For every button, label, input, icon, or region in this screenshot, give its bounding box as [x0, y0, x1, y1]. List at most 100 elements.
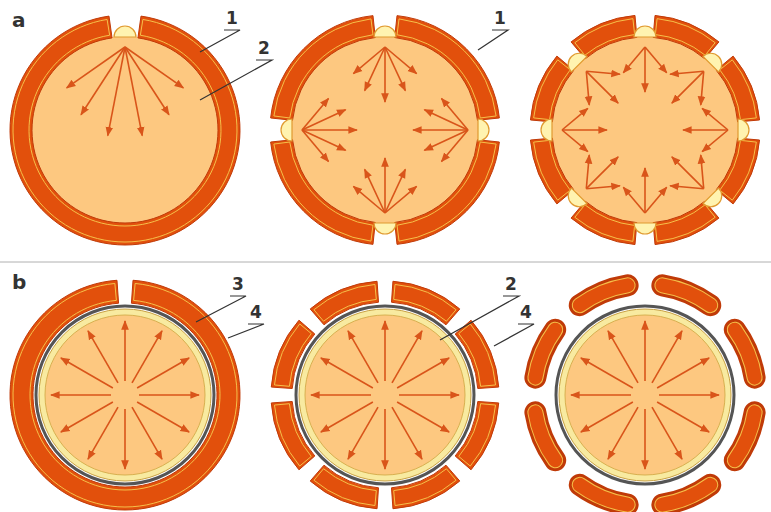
pore-symbol	[114, 26, 136, 37]
leader-line	[440, 296, 519, 340]
flow-arrow	[385, 47, 417, 74]
flow-arrow	[644, 168, 646, 213]
wall-fragment	[580, 485, 628, 505]
flow-arrow	[302, 110, 346, 130]
wall-outline	[459, 324, 496, 386]
callout-number: 3	[232, 276, 244, 293]
flow-arrow	[384, 409, 386, 469]
leader-line	[200, 60, 272, 100]
wall-fragment	[580, 285, 628, 305]
flow-arrow	[302, 130, 346, 150]
wall-outline	[535, 412, 555, 460]
wall-outline	[13, 283, 237, 507]
flow-arrow	[365, 169, 385, 213]
wall-segment	[530, 56, 573, 122]
flow-arrow	[645, 47, 667, 73]
flow-arrow	[125, 47, 142, 136]
flow-arrow	[623, 187, 645, 213]
flow-arrow	[397, 402, 449, 432]
flow-arrow	[132, 407, 162, 459]
pore-symbol	[738, 119, 749, 141]
wall-segment	[716, 138, 759, 204]
leader-line	[200, 30, 240, 52]
wall-outline	[314, 469, 376, 506]
inner-layer	[39, 309, 211, 481]
flow-arrow	[311, 394, 371, 396]
membrane-ring	[296, 306, 474, 484]
leader-line	[478, 30, 508, 50]
flow-arrow	[61, 358, 113, 388]
wall-fragment	[662, 285, 710, 305]
wall-segment	[571, 15, 637, 58]
wall-segment	[310, 281, 378, 325]
flow-arrow	[302, 129, 357, 131]
flow-arrow	[672, 157, 704, 189]
flow-arrow	[124, 409, 126, 469]
flow-arrow	[441, 130, 468, 162]
pore-symbol	[634, 26, 656, 37]
wall-segment	[571, 201, 637, 244]
flow-arrow	[586, 186, 620, 189]
wall-outline	[662, 285, 710, 305]
panel-letter: b	[12, 272, 26, 292]
flow-arrow	[644, 409, 646, 469]
flow-arrow	[125, 47, 183, 88]
flow-arrow	[581, 402, 633, 432]
flow-arrow	[88, 407, 118, 459]
flow-arrow	[88, 331, 118, 383]
wall-segment	[455, 320, 499, 388]
lumen	[565, 315, 725, 475]
flow-arrow	[701, 155, 704, 189]
flow-arrow	[385, 47, 405, 91]
callout-number: 4	[250, 304, 262, 321]
inner-layer	[559, 309, 731, 481]
wall-outline	[274, 19, 373, 118]
flow-arrow	[701, 71, 704, 105]
lumen	[45, 315, 205, 475]
wall-segment	[271, 401, 315, 469]
flow-arrow	[385, 186, 417, 213]
flow-arrow	[321, 402, 373, 432]
wall-fragment	[662, 485, 710, 505]
flow-arrow	[124, 321, 126, 381]
wall-outline	[314, 284, 376, 321]
wall-fragment	[535, 412, 555, 460]
leader-line	[228, 324, 264, 338]
flow-arrow	[424, 110, 468, 130]
wall-fragment	[735, 412, 755, 460]
pore-symbol	[281, 119, 292, 141]
flow-arrow	[670, 71, 704, 74]
callout-number: 2	[505, 276, 517, 293]
flow-arrow	[581, 358, 633, 388]
wall-segment	[10, 16, 240, 245]
flow-arrow	[652, 331, 682, 383]
wall-segment	[653, 15, 719, 58]
flow-arrow	[562, 129, 607, 131]
pore-symbol	[568, 53, 587, 72]
wall-fragment	[535, 330, 555, 378]
flow-arrow	[645, 187, 667, 213]
wall-fragment	[580, 285, 628, 305]
wall-outline	[534, 60, 571, 120]
wall-outline	[274, 324, 311, 386]
callout-number: 1	[494, 10, 506, 27]
flow-arrow	[586, 155, 589, 189]
wall-outline	[394, 469, 456, 506]
wall-outline	[13, 19, 237, 242]
wall-outline	[397, 142, 496, 241]
flow-arrow	[61, 402, 113, 432]
membrane-ring	[36, 306, 214, 484]
flow-arrow	[397, 358, 449, 388]
flow-arrow	[137, 358, 189, 388]
lumen	[551, 36, 739, 224]
wall-outline	[655, 19, 715, 56]
flow-arrow	[365, 47, 385, 91]
wall-segment	[716, 56, 759, 122]
pore-symbol	[568, 188, 587, 207]
wall-fragment	[535, 412, 555, 460]
flow-arrow	[81, 47, 125, 115]
flow-arrow	[562, 130, 588, 152]
wall-segment	[10, 280, 240, 510]
